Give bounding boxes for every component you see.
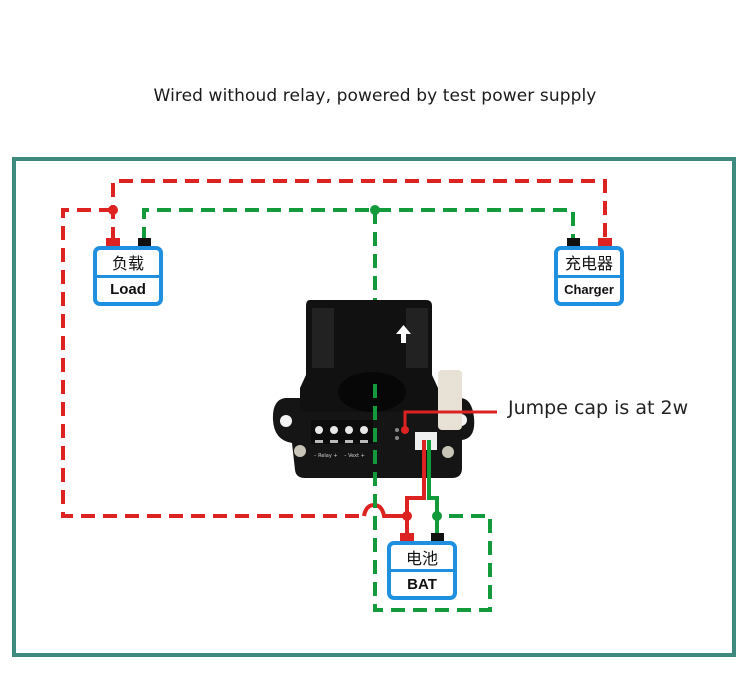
load-label-cn: 负载 (97, 250, 159, 278)
wire-load-battery-positive (61, 208, 364, 518)
jumper-dot (401, 426, 409, 434)
housing-slot-right (406, 308, 428, 368)
side-connector (438, 370, 462, 430)
terminal-slot (330, 440, 338, 443)
charger-label-cn: 充电器 (558, 250, 620, 278)
up-arrow-icon (396, 325, 411, 343)
junction-dot-main-negative (370, 205, 380, 215)
terminal-label-vext: – Vext + (344, 453, 365, 459)
wire-crossover-arc (362, 502, 407, 518)
jumper-indicator-line (403, 410, 497, 430)
junction-dot-battery-positive (402, 511, 412, 521)
terminal-slot (345, 440, 353, 443)
terminal-slot (360, 440, 368, 443)
terminal-screw (345, 426, 353, 434)
wire-through-sensor (373, 384, 492, 612)
mounting-hole-left (280, 415, 292, 427)
junction-dot-load-positive (108, 205, 118, 215)
load-device: 负载 Load (93, 246, 163, 306)
negative-wires (142, 208, 575, 612)
terminal-screw (360, 426, 368, 434)
jumper-annotation: Jumpe cap is at 2w (508, 397, 689, 419)
battery-label-en: BAT (407, 575, 437, 593)
charger-label-en: Charger (564, 282, 614, 298)
junction-dot-battery-negative (432, 511, 442, 521)
terminal-screw (330, 426, 338, 434)
load-negative-terminal (138, 238, 151, 247)
housing-slot-left (312, 308, 334, 368)
wire-load-charger-negative (142, 208, 575, 241)
battery-label-cn: 电池 (391, 545, 453, 572)
corner-screw (442, 446, 454, 458)
terminal-slot (315, 440, 323, 443)
jumper-pin (395, 428, 399, 432)
jumper-pin (395, 436, 399, 440)
sensor-hole (338, 372, 406, 412)
corner-screw (294, 445, 306, 457)
battery-device: 电池 BAT (387, 541, 457, 600)
battery-negative-terminal (431, 533, 444, 542)
charger-negative-terminal (567, 238, 580, 247)
battery-positive-terminal (400, 533, 414, 542)
terminal-screw (315, 426, 323, 434)
diagram-title: Wired withoud relay, powered by test pow… (153, 86, 597, 106)
load-label-en: Load (110, 281, 146, 299)
charger-positive-terminal (598, 238, 612, 247)
charger-device: 充电器 Charger (554, 246, 624, 306)
terminal-label-relay: – Relay + (314, 453, 338, 459)
load-positive-terminal (106, 238, 120, 247)
